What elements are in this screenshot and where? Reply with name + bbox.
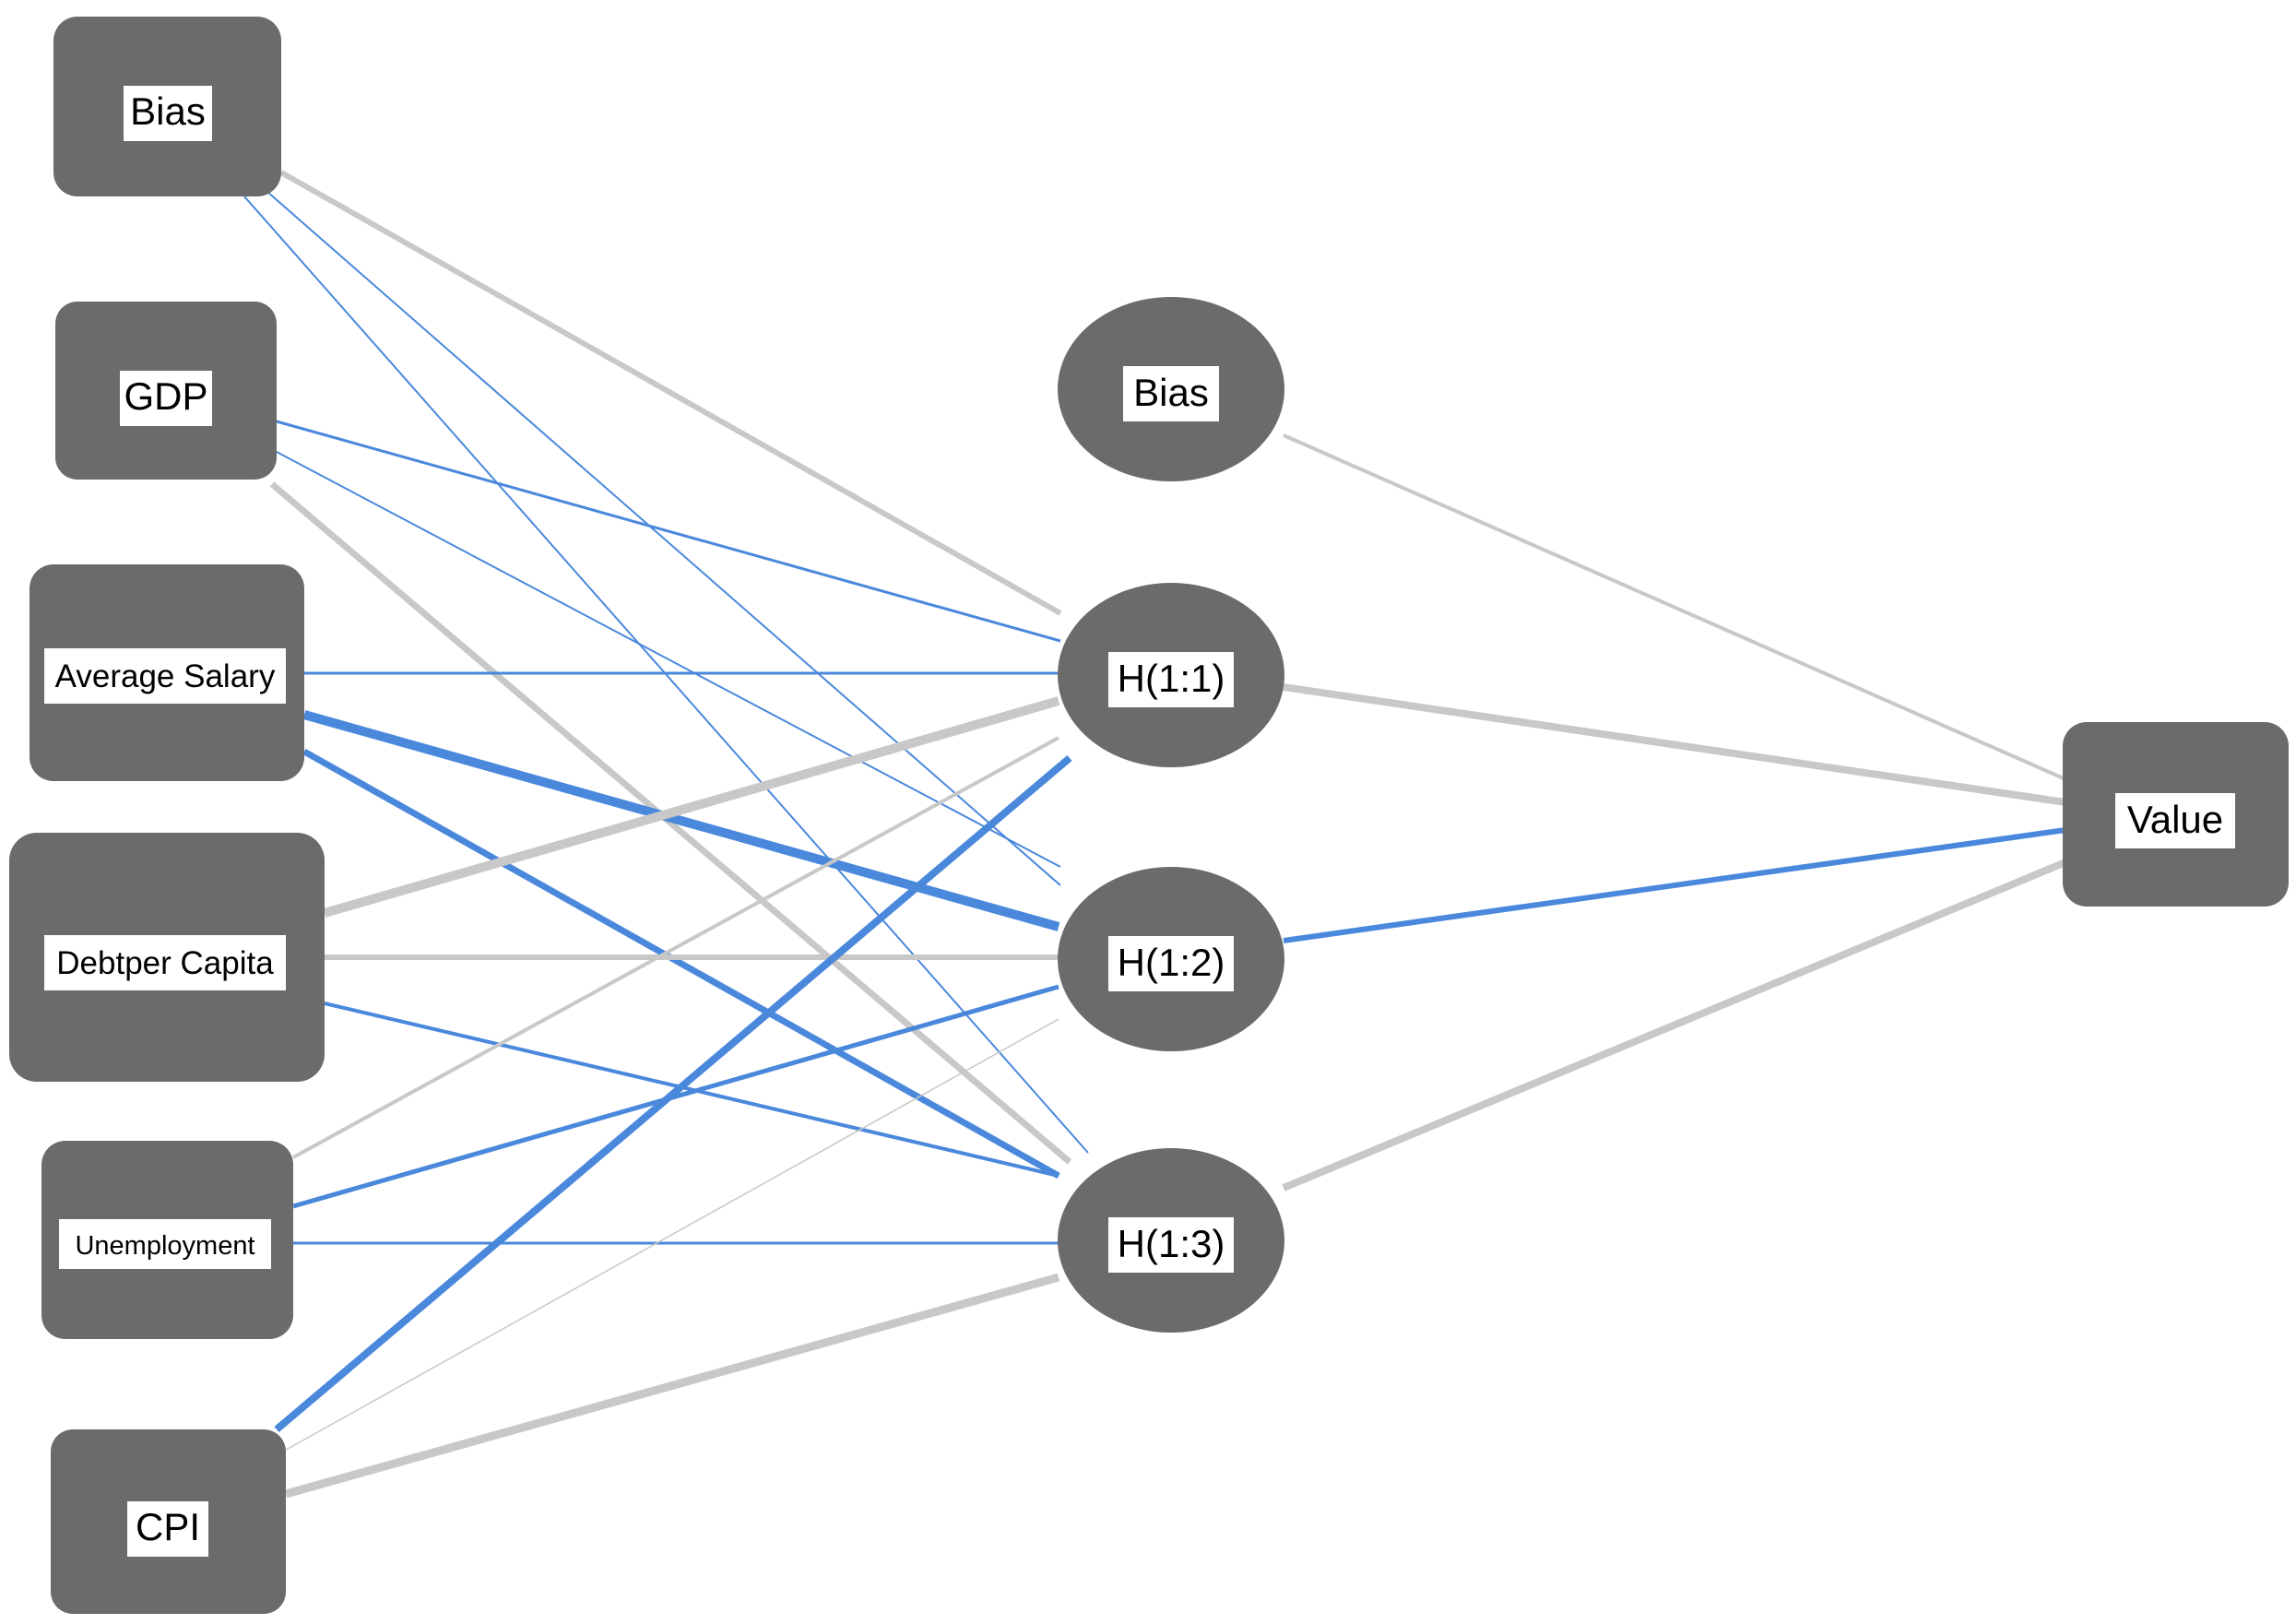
hidden-h1-2-label: H(1:2) [1118,941,1225,984]
hidden-node-bias: Bias [1058,297,1284,481]
output-value-label: Value [2127,798,2223,841]
edge-unemp-h1 [292,736,1059,1159]
input-node-average-salary: Average Salary [30,564,304,781]
edge-unemp-h2 [292,984,1059,1209]
edge-h3-out [1282,859,2067,1191]
hidden-h1-1-label: H(1:1) [1118,657,1225,700]
input-node-unemployment: Unemployment [41,1141,293,1339]
edge-cpi-h1 [274,754,1072,1433]
edge-gdp-h1 [276,420,1061,643]
edge-hbias-out [1283,433,2066,781]
edge-cpi-h2 [280,1018,1059,1453]
input-node-bias: Bias [53,17,281,196]
hidden-h1-3-label: H(1:3) [1118,1222,1225,1265]
connections [243,170,2067,1499]
input-node-debt-per-capita: Debtper Capita [9,833,325,1082]
input-debt-per-capita-label: Debtper Capita [56,945,274,981]
hidden-node-h1-1: H(1:1) [1058,583,1284,767]
edge-debt-h3 [324,1002,1059,1178]
input-unemployment-label: Unemployment [75,1231,254,1261]
hidden-node-h1-2: H(1:2) [1058,867,1284,1051]
edge-gdp-h2 [276,451,1061,868]
edge-h2-out [1283,827,2066,943]
input-average-salary-label: Average Salary [55,658,276,694]
edge-gdp-h3 [269,481,1072,1165]
input-cpi-label: CPI [136,1505,200,1548]
input-gdp-label: GDP [124,374,207,418]
edge-bias-h2 [266,191,1061,886]
edge-avg-h3 [302,748,1060,1179]
hidden-node-h1-3: H(1:3) [1058,1148,1284,1333]
edge-h1-out [1283,683,2066,806]
edge-debt-h1 [323,696,1060,918]
output-node-value: Value [2063,722,2289,907]
input-node-gdp: GDP [55,302,277,480]
edge-avg-h2 [302,710,1060,931]
input-node-cpi: CPI [51,1429,286,1614]
hidden-bias-label: Bias [1133,371,1209,414]
edge-bias-h1 [279,170,1062,616]
edge-cpi-h3 [284,1273,1060,1499]
input-bias-label: Bias [130,89,206,133]
